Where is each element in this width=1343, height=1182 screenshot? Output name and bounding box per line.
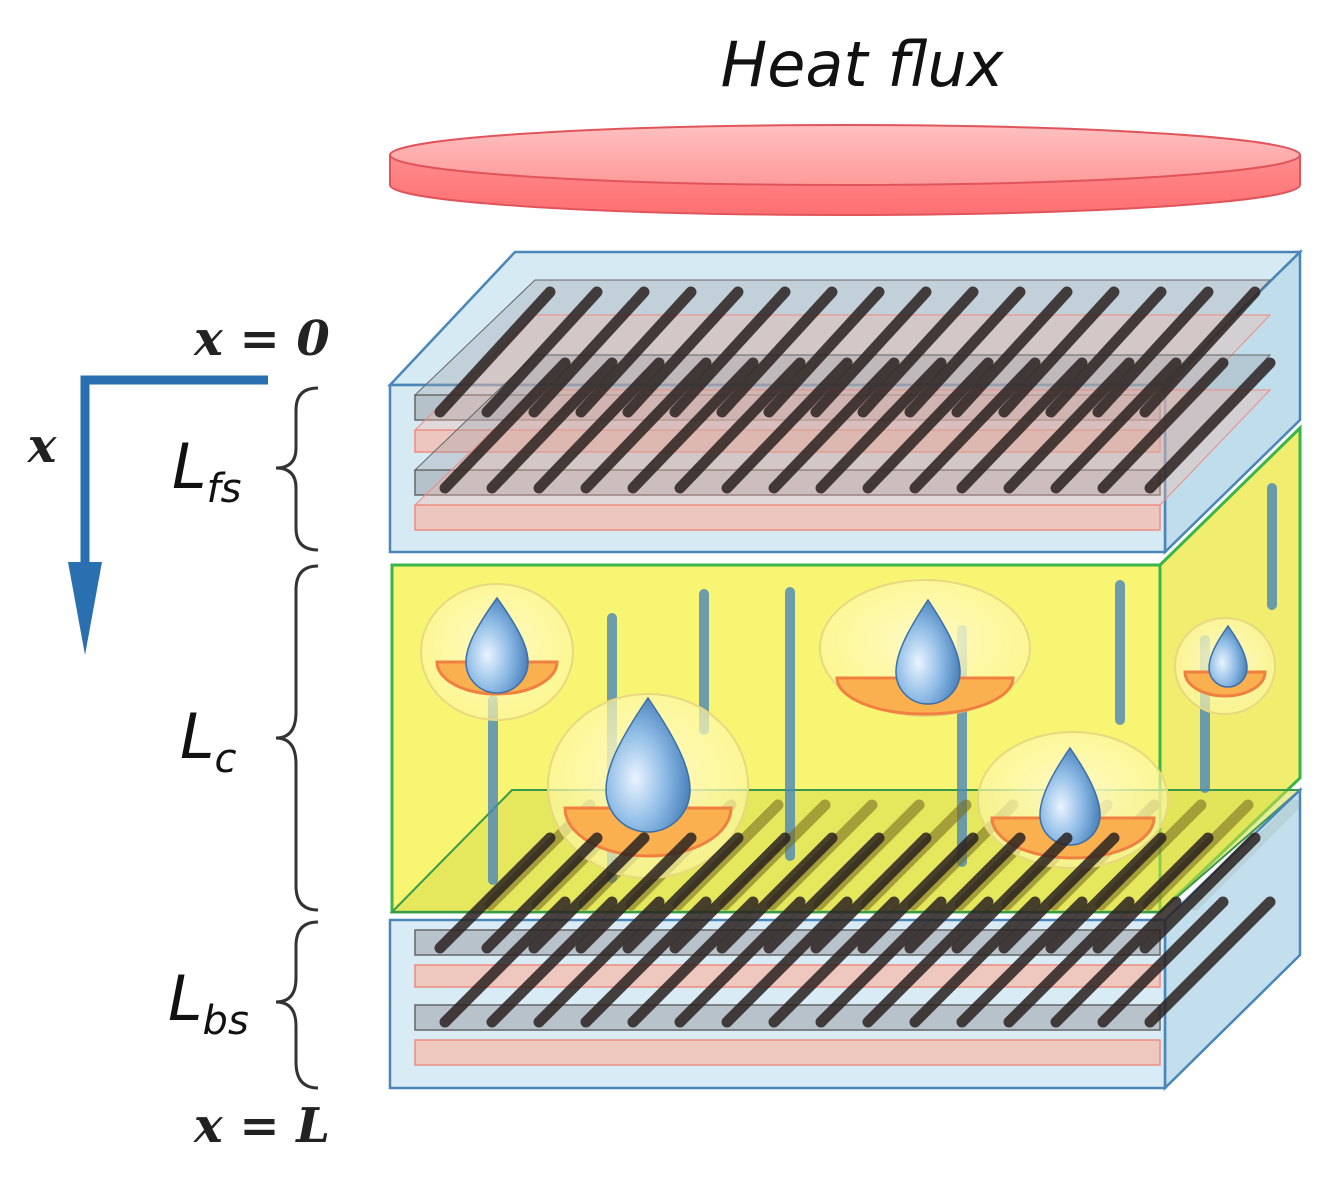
- fiber: [1003, 896, 1135, 1028]
- droplet-bubble: [420, 583, 574, 721]
- top-fibers: [434, 286, 1276, 494]
- position-bottom-label: x = L: [193, 1098, 330, 1154]
- front-side-layer: [387, 249, 1304, 555]
- fiber: [721, 896, 853, 1028]
- fiber: [669, 832, 791, 954]
- fiber: [716, 286, 838, 418]
- brace-fs: [275, 386, 319, 552]
- fiber: [1003, 357, 1135, 494]
- fiber: [1144, 357, 1276, 494]
- layer-label-bs: Lbs: [168, 962, 249, 1044]
- back-side-layer: [388, 787, 1302, 1091]
- fiber: [627, 357, 759, 494]
- core-layer: [389, 424, 1303, 916]
- fiber: [909, 896, 1041, 1028]
- fiber: [627, 896, 759, 1028]
- fiber: [1139, 286, 1261, 418]
- heat-flux-disc: [389, 124, 1301, 216]
- fiber: [1097, 357, 1229, 494]
- fiber: [768, 896, 900, 1028]
- fiber: [486, 357, 618, 494]
- fiber: [1139, 832, 1261, 954]
- fiber: [580, 357, 712, 494]
- fiber: [1045, 286, 1167, 418]
- fiber: [481, 286, 603, 418]
- fiber: [528, 286, 650, 418]
- fiber: [810, 286, 932, 418]
- fiber: [1092, 286, 1214, 418]
- droplet-bubble: [547, 693, 749, 879]
- droplet-bubble: [977, 731, 1169, 869]
- position-top-label: x = 0: [193, 311, 330, 367]
- fiber: [951, 832, 1073, 954]
- fiber: [580, 896, 712, 1028]
- fiber: [674, 896, 806, 1028]
- fiber: [721, 357, 853, 494]
- fiber: [481, 832, 603, 954]
- fiber: [486, 896, 618, 1028]
- fiber: [1097, 896, 1229, 1028]
- fiber: [622, 286, 744, 418]
- fiber: [815, 896, 947, 1028]
- fiber: [862, 357, 994, 494]
- fiber: [862, 896, 994, 1028]
- fiber: [904, 286, 1026, 418]
- layer-label-c: Lc: [180, 700, 237, 782]
- fiber: [763, 832, 885, 954]
- layer-braces: [275, 386, 319, 1090]
- water-droplets: [420, 579, 1276, 879]
- heat-flux-title: Heat flux: [721, 28, 1005, 101]
- fiber: [1045, 832, 1167, 954]
- fiber: [909, 357, 1041, 494]
- fiber: [810, 832, 932, 954]
- fiber: [434, 832, 556, 954]
- fiber: [669, 286, 791, 418]
- brace-bs: [275, 920, 319, 1090]
- layer-label-fs: Lfs: [172, 430, 241, 512]
- fiber: [904, 832, 1026, 954]
- droplet-bubble: [819, 579, 1031, 717]
- x-axis-label: x: [27, 418, 58, 474]
- fiber: [763, 286, 885, 418]
- brace-c: [275, 564, 319, 912]
- fiber: [998, 286, 1120, 418]
- droplet-bubble: [1174, 617, 1276, 715]
- fiber: [1144, 896, 1276, 1028]
- fiber: [956, 357, 1088, 494]
- fiber: [815, 357, 947, 494]
- fiber: [1092, 832, 1214, 954]
- fiber: [951, 286, 1073, 418]
- bottom-fibers: [434, 832, 1276, 1028]
- fiber: [439, 357, 571, 494]
- fiber: [716, 832, 838, 954]
- fiber: [533, 357, 665, 494]
- fiber: [575, 832, 697, 954]
- fiber: [857, 286, 979, 418]
- fiber: [1050, 357, 1182, 494]
- fiber: [575, 286, 697, 418]
- fiber: [533, 896, 665, 1028]
- x-axis-arrow: [68, 375, 268, 655]
- fiber: [434, 286, 556, 418]
- fiber: [998, 832, 1120, 954]
- fiber: [439, 896, 571, 1028]
- fiber: [768, 357, 900, 494]
- fiber: [956, 896, 1088, 1028]
- fiber: [674, 357, 806, 494]
- fiber: [528, 832, 650, 954]
- fiber: [1050, 896, 1182, 1028]
- fiber: [622, 832, 744, 954]
- fiber: [857, 832, 979, 954]
